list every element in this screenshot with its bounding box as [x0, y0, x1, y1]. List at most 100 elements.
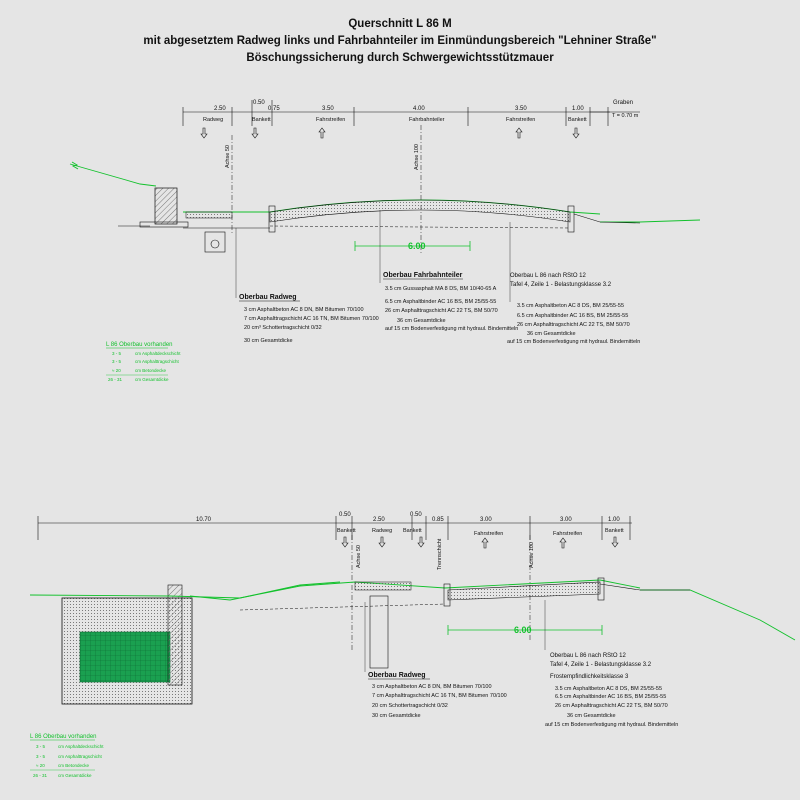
top-legend-value-4: 26 - 31 [108, 377, 123, 382]
bottom-oberbau-radweg-row-3: 20 cm Schottertragschicht 0/32 [372, 703, 448, 709]
top-legend-label-4: cm Gesamtdicke [135, 377, 169, 382]
top-axis-50-label: Achse 50 [225, 145, 231, 168]
top-graben-width: T = 0.70 m [612, 113, 639, 119]
top-oberbau-radweg-row-1: 3 cm Asphaltbeton AC 8 DN, BM Bitumen 70… [244, 307, 364, 313]
bottom-section: 10.70 0.50 2.50 0.50 0.85 3.00 3.00 1.00… [29, 512, 796, 778]
bottom-dim-trenn: 0.85 [432, 517, 444, 523]
bottom-axis-100-label: Achse 100 [529, 542, 535, 568]
title-line-2: mit abgesetztem Radweg links und Fahrbah… [143, 35, 657, 47]
top-lane-bankett-left: Bankett [252, 117, 271, 123]
top-dim-bankett-c: 1.00 [572, 106, 584, 112]
top-oberbau-rsto-row-1: 3.5 cm Asphaltbeton AC 8 DS, BM 25/55-55 [517, 303, 624, 309]
top-oberbau-rsto-row-2: 6.5 cm Asphaltbinder AC 16 BS, BM 25/55-… [517, 313, 628, 319]
top-oberbau-rsto-heading: Oberbau L 86 nach RStO 12 [510, 273, 586, 279]
top-graben-label: Graben [613, 100, 633, 106]
top-legend-value-3: ≈ 20 [112, 368, 121, 373]
top-oberbau-radweg-heading: Oberbau Radweg [239, 294, 297, 301]
top-oberbau-radweg-row-2: 7 cm Asphalttragschicht AC 16 TN, BM Bit… [244, 316, 379, 322]
top-terrain-left [69, 163, 157, 187]
bottom-legend-label-4: cm Gesamtdicke [58, 773, 92, 778]
bottom-green-dimension: 6.00 [447, 625, 603, 635]
bottom-oberbau-radweg: Oberbau Radweg 3 cm Asphaltbeton AC 8 DN… [368, 672, 507, 719]
top-oberbau-rsto: Oberbau L 86 nach RStO 12 Tafel 4, Zeile… [507, 273, 640, 345]
top-lane-fahrbahnteiler: Fahrbahnteiler [409, 117, 445, 123]
bottom-legend-value-3: ≈ 20 [36, 763, 45, 768]
bottom-dimension-line [37, 516, 632, 540]
bottom-oberbau-radweg-row-1: 3 cm Asphaltbeton AC 8 DN, BM Bitumen 70… [372, 684, 492, 690]
top-lane-radweg: Radweg [203, 117, 223, 123]
bottom-legend-label-3: cm Betondecke [58, 763, 90, 768]
top-slope-marker [71, 161, 79, 170]
top-oberbau-teiler-row-4: 36 cm Gesamtdicke [397, 318, 446, 324]
top-leaders [235, 210, 511, 302]
top-lane-fahrstreifen-right: Fahrstreifen [506, 117, 535, 123]
bottom-axis-50-label: Achse 50 [356, 545, 362, 568]
top-green-dimension: 6.00 [354, 241, 471, 251]
top-lane-fahrstreifen-left: Fahrstreifen [316, 117, 345, 123]
title-line-3: Böschungssicherung durch Schwergewichtss… [246, 52, 554, 64]
bottom-road-pavement [189, 577, 690, 669]
bottom-oberbau-rsto-row-5: auf 15 cm Bodenverfestigung mit hydraul.… [545, 722, 678, 728]
top-axis-100-label: Achse 100 [414, 144, 420, 170]
bottom-green-dimension-value: 6.00 [514, 625, 532, 635]
top-oberbau-teiler-row-5: auf 15 cm Bodenverfestigung mit hydraul.… [385, 326, 518, 332]
bottom-legend-value-2: 3 - 5 [36, 754, 46, 759]
bottom-lane-radweg: Radweg [372, 528, 392, 534]
top-dim-lane-2: 3.50 [515, 106, 527, 112]
top-oberbau-radweg-row-3: 20 cm³ Schottertragschicht 0/32 [244, 325, 322, 331]
top-oberbau-teiler-row-1: 3.5 cm Gussasphalt MA 8 DS, BM 10/40-65 … [385, 286, 497, 292]
bottom-lane-labels: Bankett Radweg Bankett Fahrstreifen Fahr… [337, 528, 624, 537]
bottom-oberbau-radweg-heading: Oberbau Radweg [368, 672, 426, 679]
top-dim-bankett-b: 0.75 [268, 106, 280, 112]
bottom-lane-bankett-mid: Bankett [403, 528, 422, 534]
bottom-dim-lane-2: 3.00 [560, 517, 572, 523]
top-oberbau-rsto-row-3: 26 cm Asphalttragschicht AC 22 TS, BM 50… [517, 322, 630, 328]
top-legend: L 86 Oberbau vorhanden 3 - 5 cm Asphaltd… [106, 342, 181, 382]
bottom-dim-radweg: 2.50 [373, 517, 385, 523]
top-dim-radweg: 2.50 [214, 106, 226, 112]
top-road-pavement [183, 199, 641, 253]
top-oberbau-radweg-row-4: 30 cm Gesamtdicke [244, 338, 293, 344]
top-lane-bankett-right: Bankett [568, 117, 587, 123]
bottom-dimensions: 10.70 0.50 2.50 0.50 0.85 3.00 3.00 1.00 [196, 512, 620, 523]
top-oberbau-teiler-row-2: 6.5 cm Asphaltbinder AC 16 BS, BM 25/55-… [385, 299, 496, 305]
bottom-terrain-left [29, 581, 341, 599]
top-oberbau-rsto-row-5: auf 15 cm Bodenverfestigung mit hydraul.… [507, 339, 640, 345]
title-line-1: Querschnitt L 86 M [348, 18, 452, 30]
top-oberbau-radweg: Oberbau Radweg 3 cm Asphaltbeton AC 8 DN… [239, 294, 379, 344]
top-direction-arrows [200, 127, 580, 139]
top-legend-value-2: 3 - 5 [112, 359, 122, 364]
bottom-legend-label-1: cm Asphaltdeckschicht [58, 744, 104, 749]
bottom-oberbau-rsto-subheading: Tafel 4, Zeile 1 - Belastungsklasse 3.2 [550, 662, 652, 668]
bottom-direction-arrows [341, 536, 619, 549]
top-green-dimension-value: 6.00 [408, 241, 426, 251]
bottom-dim-lane-1: 3.00 [480, 517, 492, 523]
bottom-lane-fahrstreifen-right: Fahrstreifen [553, 531, 582, 537]
bottom-trennschicht-label: Trennschicht [437, 538, 443, 570]
bottom-oberbau-rsto-row-4: 36 cm Gesamtdicke [567, 713, 616, 719]
top-lane-labels: Radweg Bankett Fahrstreifen Fahrbahnteil… [203, 117, 587, 123]
top-legend-label-3: cm Betondecke [135, 368, 167, 373]
top-dimension-line [182, 100, 640, 126]
top-legend-heading: L 86 Oberbau vorhanden [106, 342, 173, 348]
top-legend-label-1: cm Asphaltdeckschicht [135, 351, 181, 356]
bottom-oberbau-rsto: Oberbau L 86 nach RStO 12 Tafel 4, Zeile… [545, 653, 678, 728]
top-oberbau-rsto-subheading: Tafel 4, Zeile 1 - Belastungsklasse 3.2 [510, 282, 612, 288]
bottom-lane-bankett-right: Bankett [605, 528, 624, 534]
bottom-legend: L 86 Oberbau vorhanden 3 - 5 cm Asphaltd… [30, 734, 104, 778]
bottom-dim-10-70: 10.70 [196, 517, 212, 523]
bottom-dim-bankett-a: 0.50 [339, 512, 351, 518]
bottom-dim-bankett-b: 0.50 [410, 512, 422, 518]
bottom-trench-block [61, 584, 193, 705]
top-terrain-right [600, 219, 701, 223]
bottom-oberbau-radweg-row-4: 30 cm Gesamtdicke [372, 713, 421, 719]
bottom-oberbau-radweg-row-2: 7 cm Asphalttragschicht AC 16 TN, BM Bit… [372, 693, 507, 699]
bottom-oberbau-rsto-subheading-2: Frostempfindlichkeitsklasse 3 [550, 674, 629, 680]
bottom-lane-bankett-left: Bankett [337, 528, 356, 534]
top-dimensions: 2.50 0.50 0.75 3.50 4.00 3.50 1.00 Grabe… [214, 100, 639, 119]
top-oberbau-rsto-row-4: 36 cm Gesamtdicke [527, 331, 576, 337]
bottom-lane-fahrstreifen-left: Fahrstreifen [474, 531, 503, 537]
bottom-leaders [364, 600, 546, 672]
top-oberbau-fahrbahnteiler: Oberbau Fahrbahnteiler 3.5 cm Gussasphal… [383, 272, 518, 332]
